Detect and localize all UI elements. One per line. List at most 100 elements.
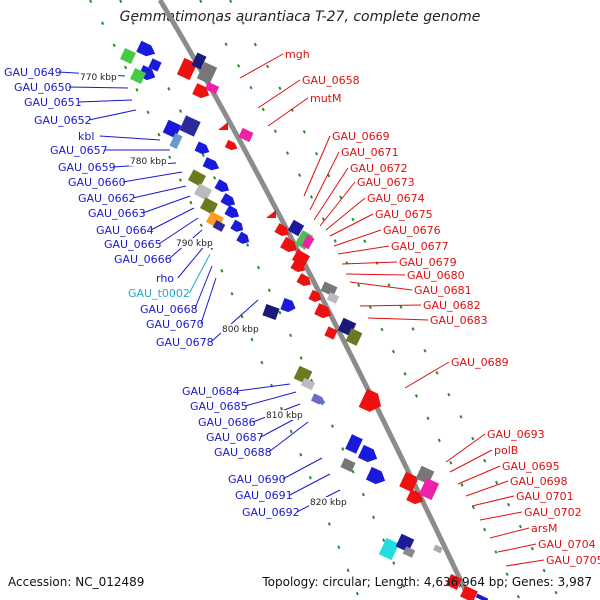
kbp-mark: 800 kbp — [222, 325, 259, 335]
leader-left-14 — [188, 253, 211, 294]
leader-right-17 — [445, 433, 486, 463]
leader-left-15 — [194, 265, 213, 310]
gene-feature-8 — [194, 141, 210, 155]
leader-left-22 — [268, 421, 309, 453]
gene-label-right: GAU_0701 — [516, 490, 574, 503]
gene-label-left: GAU_0664 — [96, 224, 154, 237]
gene-label-left: GAU_0684 — [182, 385, 240, 398]
gene-feature-57 — [399, 471, 419, 493]
leader-left-23 — [282, 457, 323, 480]
gene-feature-45 — [301, 234, 315, 250]
gene-feature-33 — [191, 52, 207, 70]
leader-left-24 — [289, 473, 331, 496]
gene-feature-25 — [345, 434, 363, 454]
gene-label-right: GAU_0698 — [510, 475, 568, 488]
leader-right-23 — [489, 527, 530, 539]
gene-feature-37 — [218, 122, 228, 130]
leader-right-5 — [313, 167, 349, 221]
gene-label-left: GAU_0663 — [88, 207, 146, 220]
accession-label: Accession: NC_012489 — [8, 575, 145, 589]
gene-feature-64 — [475, 593, 489, 600]
gene-feature-26 — [357, 444, 378, 463]
gene-feature-63 — [460, 585, 478, 600]
gene-label-right: GAU_0669 — [332, 130, 390, 143]
gene-feature-59 — [418, 477, 440, 501]
gene-feature-0 — [136, 40, 156, 57]
gene-label-left: GAU_0678 — [156, 336, 214, 349]
gene-feature-55 — [324, 326, 338, 340]
gene-feature-21 — [280, 297, 296, 313]
gene-label-left: GAU_0668 — [140, 303, 198, 316]
gene-feature-19 — [236, 231, 250, 244]
topology-label: Topology: circular; Length: 4,636,964 bp… — [262, 575, 592, 589]
leader-left-8 — [132, 185, 187, 199]
kbp-bg-0 — [79, 72, 119, 82]
gene-feature-42 — [280, 236, 297, 252]
gene-label-right: GAU_0682 — [423, 299, 481, 312]
gene-feature-15 — [214, 179, 230, 193]
leader-left-2 — [78, 99, 133, 103]
kbp-mark: 790 kbp — [176, 239, 213, 249]
gene-label-left: GAU_0692 — [242, 506, 300, 519]
leader-right-25 — [505, 559, 545, 567]
leader-right-1 — [257, 79, 301, 109]
gene-feature-3 — [130, 68, 146, 84]
gene-feature-31 — [402, 546, 416, 558]
kbp-bg-5 — [309, 497, 349, 507]
gene-feature-7 — [169, 132, 183, 150]
gene-label-left: GAU_0652 — [34, 114, 92, 127]
gene-feature-9 — [202, 157, 220, 171]
gene-label-right: GAU_0675 — [375, 208, 433, 221]
gene-label-right: GAU_0680 — [407, 269, 465, 282]
leader-left-13 — [177, 243, 207, 279]
gene-feature-49 — [320, 281, 338, 297]
gene-feature-47 — [290, 259, 306, 273]
map-title: Gemmatimonas aurantiaca T-27, complete g… — [119, 9, 481, 25]
gene-label-left: kbl — [78, 130, 94, 143]
leader-right-4 — [309, 151, 340, 211]
gene-label-right: GAU_0705 — [546, 554, 600, 567]
gene-feature-43 — [287, 219, 305, 237]
gene-feature-40 — [266, 210, 276, 218]
gene-label-left: GAU_0685 — [190, 400, 248, 413]
leader-right-11 — [341, 261, 398, 265]
gene-feature-48 — [296, 273, 312, 287]
leader-right-9 — [333, 229, 382, 247]
gene-label-left: GAU_0687 — [206, 431, 264, 444]
gene-label-right: GAU_0693 — [487, 428, 545, 441]
gene-feature-38 — [238, 127, 254, 143]
kbp-bg-3 — [221, 324, 261, 334]
kbp-mark: 810 kbp — [266, 411, 303, 421]
gene-label-left: GAU_0651 — [24, 96, 82, 109]
leader-left-17 — [210, 299, 259, 343]
gene-labels: GAU_0649GAU_0650GAU_0651GAU_0652kblGAU_0… — [4, 48, 600, 567]
gene-label-right: GAU_0676 — [383, 224, 441, 237]
gene-feature-14 — [212, 220, 226, 232]
gene-label-right: GAU_0689 — [451, 356, 509, 369]
gene-label-right: GAU_0679 — [399, 256, 457, 269]
leader-right-14 — [359, 304, 422, 307]
leader-left-4 — [99, 135, 161, 141]
gene-label-left: GAU_0662 — [78, 192, 136, 205]
leader-right-16 — [404, 361, 450, 389]
gene-feature-60 — [406, 489, 424, 505]
gene-feature-16 — [220, 193, 236, 207]
gene-label-right: mgh — [285, 48, 310, 61]
gene-label-right: GAU_0683 — [430, 314, 488, 327]
leader-right-18 — [449, 449, 493, 473]
gene-label-right: GAU_0674 — [367, 192, 425, 205]
leader-right-6 — [319, 181, 356, 227]
leader-right-19 — [457, 465, 501, 485]
leader-left-10 — [150, 207, 195, 231]
gene-feature-39 — [224, 139, 238, 151]
gene-feature-2 — [120, 48, 136, 64]
leader-left-11 — [158, 217, 199, 245]
leader-left-3 — [88, 109, 137, 121]
gene-feature-18 — [230, 219, 244, 232]
gene-feature-20 — [262, 303, 280, 321]
gene-feature-56 — [358, 388, 382, 412]
leader-right-24 — [497, 543, 537, 553]
gene-feature-62 — [446, 574, 462, 590]
leader-left-9 — [142, 195, 191, 214]
